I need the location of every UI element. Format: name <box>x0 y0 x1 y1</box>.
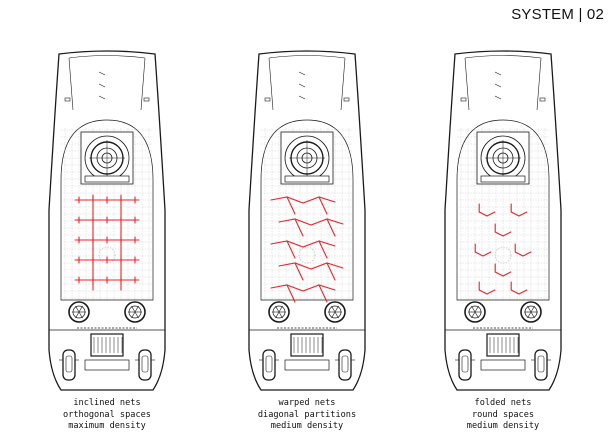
deck-outline <box>456 119 550 301</box>
lifeboat-icon <box>135 349 155 381</box>
aft-structure <box>49 327 165 371</box>
caption-line: diagonal partitions <box>257 409 357 420</box>
deck-circle <box>494 246 512 264</box>
ship-plan-drawing <box>48 50 166 391</box>
lifeboat-icon <box>531 349 551 381</box>
fan-icon <box>464 301 486 323</box>
fan-icon <box>68 301 90 323</box>
hull-outline <box>248 50 366 391</box>
caption-line: orthogonal spaces <box>63 409 151 420</box>
bow-detail <box>64 55 150 111</box>
deck-outline <box>260 119 354 301</box>
aft-structure <box>445 327 561 371</box>
fan-icon <box>324 301 346 323</box>
deck-outline <box>60 119 154 301</box>
fan-icon <box>124 301 146 323</box>
lifeboat-icon <box>59 349 79 381</box>
caption-folded-nets: folded nets round spaces medium density <box>413 398 593 433</box>
bow-detail <box>264 55 350 111</box>
deck-grid <box>261 128 353 300</box>
caption-line: medium density <box>270 421 344 431</box>
caption-line: maximum density <box>68 421 146 431</box>
hull-outline <box>48 50 166 391</box>
lifeboat-icon <box>335 349 355 381</box>
ship-plan-folded-nets <box>443 50 563 395</box>
central-tower <box>80 131 134 185</box>
central-tower <box>280 131 334 185</box>
net-pattern-orthogonal <box>74 194 140 291</box>
fan-icon <box>268 301 290 323</box>
aft-structure <box>249 327 365 371</box>
deck-circle <box>298 246 316 264</box>
net-pattern-round <box>474 203 532 295</box>
caption-line: inclined nets <box>73 398 141 408</box>
caption-line: round spaces <box>471 409 535 420</box>
caption-line: medium density <box>466 421 540 431</box>
ship-plan-drawing <box>444 50 562 391</box>
ship-plan-drawing <box>248 50 366 391</box>
caption-line: folded nets <box>474 398 532 408</box>
deck-circle <box>98 246 116 264</box>
ship-plan-inclined-nets <box>47 50 167 395</box>
page-title: SYSTEM | 02 <box>511 6 604 23</box>
caption-warped-nets: warped nets diagonal partitions medium d… <box>217 398 397 433</box>
caption-line: warped nets <box>278 398 336 408</box>
hull-outline <box>444 50 562 391</box>
lifeboat-icon <box>455 349 475 381</box>
fan-icon <box>520 301 542 323</box>
net-pattern-diagonal <box>270 196 344 303</box>
ship-plan-warped-nets <box>247 50 367 395</box>
lifeboat-icon <box>259 349 279 381</box>
caption-inclined-nets: inclined nets orthogonal spaces maximum … <box>17 398 197 433</box>
bow-detail <box>460 55 546 111</box>
central-tower <box>476 131 530 185</box>
